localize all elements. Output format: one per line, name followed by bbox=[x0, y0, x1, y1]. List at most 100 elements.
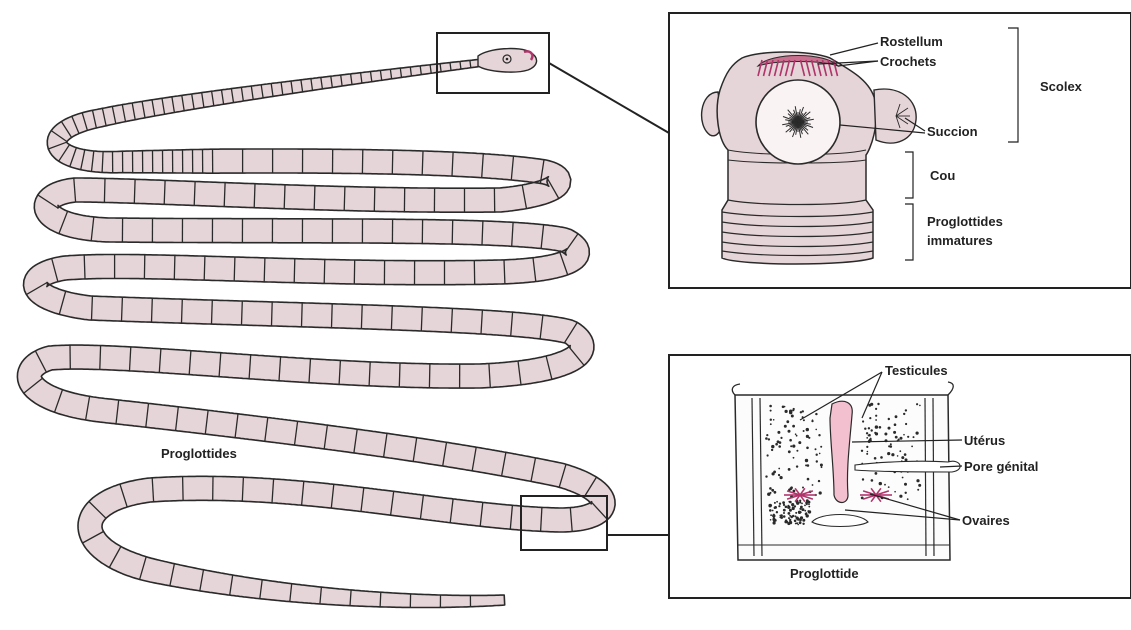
testis-dot bbox=[816, 460, 818, 462]
testis-dot bbox=[772, 472, 775, 475]
testis-dot bbox=[779, 503, 781, 505]
testis-dot bbox=[770, 419, 772, 421]
worm-segment-line bbox=[134, 179, 135, 203]
worm-segment-line bbox=[104, 178, 105, 202]
worm-segment-line bbox=[380, 592, 381, 607]
testis-dot bbox=[815, 429, 817, 431]
testis-dot bbox=[874, 457, 877, 460]
testis-dot bbox=[805, 502, 808, 505]
worm-segment-line bbox=[242, 301, 243, 325]
testis-dot bbox=[905, 423, 907, 425]
testis-dot bbox=[819, 491, 822, 494]
testis-dot bbox=[895, 415, 898, 418]
worm-segment-line bbox=[324, 259, 325, 283]
connector-line-scolex bbox=[549, 63, 669, 133]
testis-dot bbox=[792, 409, 794, 411]
testis-dot bbox=[788, 512, 791, 515]
testis-dot bbox=[803, 419, 805, 421]
testis-dot bbox=[869, 417, 871, 419]
testis-dot bbox=[806, 428, 809, 431]
testis-dot bbox=[783, 509, 786, 512]
testis-dot bbox=[768, 438, 770, 440]
worm-segment-line bbox=[272, 302, 273, 326]
testis-dot bbox=[820, 446, 822, 448]
testis-dot bbox=[875, 472, 878, 475]
testis-dot bbox=[808, 506, 810, 508]
testis-dot bbox=[789, 439, 792, 442]
worm-segment-line bbox=[482, 221, 483, 245]
worm-segment-line bbox=[460, 62, 461, 70]
testis-dot bbox=[789, 519, 791, 521]
testis-dot bbox=[770, 514, 772, 516]
testis-dot bbox=[790, 516, 793, 519]
testis-dot bbox=[868, 427, 870, 429]
testis-dot bbox=[780, 437, 782, 439]
testis-dot bbox=[808, 504, 810, 506]
testis-dot bbox=[870, 438, 872, 440]
testis-dot bbox=[790, 445, 792, 447]
testis-dot bbox=[771, 445, 774, 448]
testis-dot bbox=[769, 509, 772, 512]
testis-dot bbox=[801, 508, 804, 511]
testis-dot bbox=[887, 452, 890, 455]
worm-segment-line bbox=[254, 184, 255, 208]
worm-segment-line bbox=[164, 180, 165, 204]
testis-dot bbox=[818, 434, 820, 436]
worm-body-outline bbox=[17, 55, 615, 608]
testis-dot bbox=[918, 484, 921, 487]
testis-dot bbox=[770, 423, 772, 425]
worm-segment-line bbox=[92, 296, 93, 320]
label-proglottides-immatures-2: immatures bbox=[927, 233, 993, 248]
testis-dot bbox=[900, 437, 903, 440]
worm-segment-line bbox=[183, 477, 184, 501]
worm-segment-line bbox=[392, 150, 393, 174]
testis-dot bbox=[800, 411, 802, 413]
testis-dot bbox=[778, 468, 780, 470]
testis-dot bbox=[771, 449, 773, 451]
testis-dot bbox=[803, 430, 805, 432]
testis-dot bbox=[773, 521, 776, 524]
testis-dot bbox=[783, 512, 785, 514]
testis-dot bbox=[796, 465, 798, 467]
testis-dot bbox=[783, 504, 785, 506]
testis-dot bbox=[901, 456, 904, 459]
worm-segment-line bbox=[204, 256, 205, 280]
testis-dot bbox=[796, 450, 798, 452]
testis-dot bbox=[776, 501, 778, 503]
sucker-small-center bbox=[506, 58, 509, 61]
testis-dot bbox=[789, 509, 792, 512]
testis-dot bbox=[888, 486, 890, 488]
testis-dot bbox=[894, 423, 897, 426]
testis-dot bbox=[820, 464, 823, 467]
testis-dot bbox=[805, 459, 808, 462]
testis-dot bbox=[899, 495, 902, 498]
testis-dot bbox=[875, 415, 877, 417]
testis-dot bbox=[789, 521, 792, 524]
proglottid-detail-figure bbox=[732, 382, 960, 560]
testis-dot bbox=[806, 435, 809, 438]
testis-dot bbox=[771, 489, 774, 492]
worm-segment-line bbox=[422, 151, 423, 175]
testis-dot bbox=[782, 501, 785, 504]
label-rostellum: Rostellum bbox=[880, 34, 943, 49]
testis-dot bbox=[796, 435, 798, 437]
testis-dot bbox=[806, 447, 809, 450]
testis-dot bbox=[819, 453, 821, 455]
worm-segment-line bbox=[100, 346, 101, 370]
testis-dot bbox=[895, 436, 898, 439]
testis-dot bbox=[773, 419, 775, 421]
testis-dot bbox=[802, 487, 804, 489]
testis-dot bbox=[871, 479, 874, 482]
testis-dot bbox=[861, 450, 863, 452]
testis-dot bbox=[868, 434, 871, 437]
testis-dot bbox=[879, 482, 882, 485]
testis-dot bbox=[770, 410, 772, 412]
testis-dot bbox=[897, 455, 899, 457]
tapeworm-body bbox=[17, 55, 615, 608]
testis-dot bbox=[786, 420, 789, 423]
label-proglottides-immatures-1: Proglottides bbox=[927, 214, 1003, 229]
testis-dot bbox=[862, 478, 864, 480]
worm-segment-line bbox=[374, 187, 375, 211]
label-uterus: Utérus bbox=[964, 433, 1005, 448]
testis-dot bbox=[880, 456, 883, 459]
